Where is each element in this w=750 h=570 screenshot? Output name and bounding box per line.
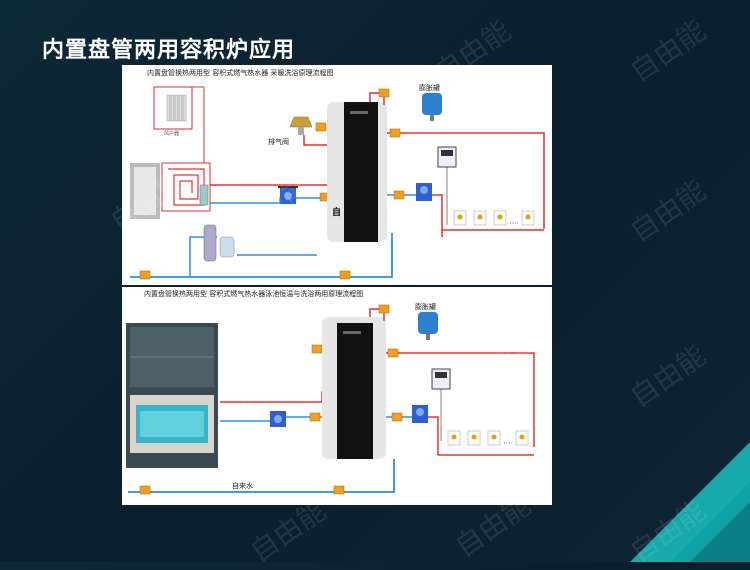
valve-icon: [333, 485, 345, 495]
valve-icon: [309, 412, 321, 422]
heating-diagram-svg: 内置盘管换热两用型 容积式燃气热水器 采暖洗浴原理流程图 风户器: [130, 68, 545, 280]
shower-outlets: [453, 210, 535, 226]
valve-icon: [339, 270, 351, 280]
circulation-pump-3: [270, 411, 286, 427]
air-vent-valve: [289, 116, 313, 135]
radiator-label: 风户器: [164, 130, 179, 137]
valve-icon: [387, 348, 399, 358]
watermark-text: 自由能: [623, 173, 712, 249]
heating-bath-diagram: 内置盘管换热两用型 容积式燃气热水器 采暖洗浴原理流程图 风户器: [122, 65, 552, 285]
pool-bath-diagram: 内置盘管换热两用型 容积式燃气热水器泳池恒温与洗浴两用原理流程图: [122, 287, 552, 505]
diagram2-title: 内置盘管换热两用型 容积式燃气热水器泳池恒温与洗浴两用原理流程图: [144, 289, 363, 298]
floor-heating-icon: [130, 162, 211, 219]
radiator-icon: [153, 86, 193, 130]
shower-outlets-2: [447, 430, 529, 446]
corner-decoration: [630, 442, 750, 562]
water-softener: [203, 224, 235, 262]
valve-icon: [311, 344, 323, 354]
valve-icon: [393, 190, 405, 200]
tank-mark: 自: [332, 206, 341, 218]
controller-panel: [437, 146, 457, 168]
manifold-icon: [199, 184, 209, 206]
valve-icon: [378, 88, 390, 98]
water-heater-tank: [327, 102, 387, 242]
pool-diagram-svg: 内置盘管换热两用型 容积式燃气热水器泳池恒温与洗浴两用原理流程图: [126, 289, 535, 495]
circulation-pump-2: [416, 183, 432, 201]
expansion-tank-label-2: 膨胀罐: [415, 302, 436, 311]
expansion-tank-label: 膨胀罐: [419, 83, 440, 92]
expansion-tank-2: [418, 312, 438, 340]
tap-water-label: 自来水: [232, 481, 253, 490]
expansion-tank: [422, 93, 442, 121]
valve-icon: [315, 122, 327, 132]
valve-icon: [139, 270, 151, 280]
controller-panel-2: [431, 368, 451, 390]
swimming-pool-image: [126, 323, 218, 468]
slide-title: 内置盘管两用容积炉应用: [42, 38, 296, 63]
water-heater-tank-2: [322, 317, 386, 459]
circulation-pump-4: [412, 405, 428, 423]
valve-icon: [389, 128, 401, 138]
valve-icon: [139, 485, 151, 495]
air-vent-label: 排气阀: [268, 137, 289, 146]
valve-icon: [378, 304, 390, 314]
watermark-text: 自由能: [623, 338, 712, 414]
watermark-text: 自由能: [623, 13, 712, 89]
valve-icon: [391, 412, 403, 422]
diagram1-title: 内置盘管换热两用型 容积式燃气热水器 采暖洗浴原理流程图: [147, 68, 333, 77]
circulation-pump-1: [278, 186, 298, 204]
